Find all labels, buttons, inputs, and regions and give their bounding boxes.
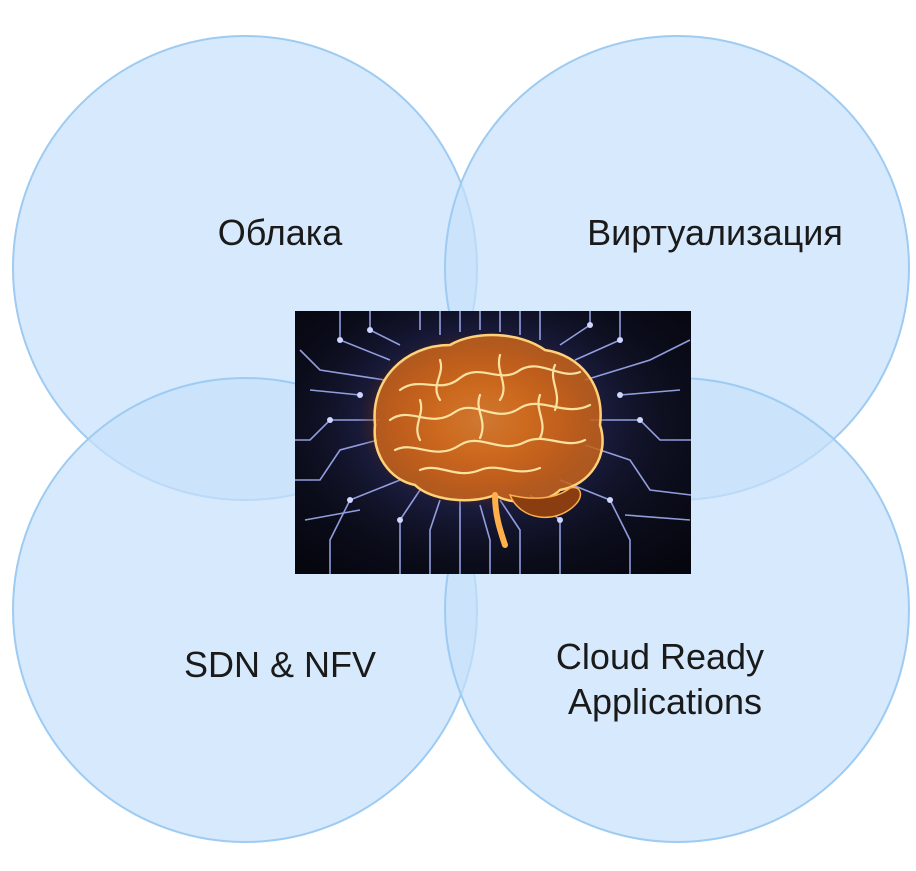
label-bottom-right-line-2: Applications xyxy=(568,681,762,722)
label-top-left-line-1: Облака xyxy=(218,212,344,253)
label-bottom-left: SDN & NFV xyxy=(184,644,376,685)
label-top-left: Облака xyxy=(218,212,344,253)
label-bottom-left-line-1: SDN & NFV xyxy=(184,644,376,685)
label-top-right-line-1: Виртуализация xyxy=(587,212,843,253)
label-bottom-right: Cloud Ready Applications xyxy=(556,636,774,722)
label-bottom-right-line-1: Cloud Ready xyxy=(556,636,764,677)
label-top-right: Виртуализация xyxy=(587,212,843,253)
glowing-brain-circuit-icon xyxy=(295,311,691,574)
